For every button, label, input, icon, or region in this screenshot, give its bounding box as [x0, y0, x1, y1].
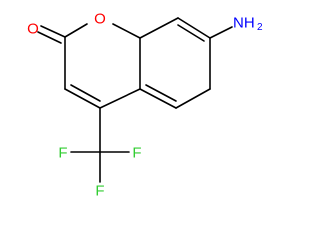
bond-c5-c4a-inner [145, 84, 177, 102]
fluorine-right-label: F [132, 145, 141, 162]
bond-c8-c7 [177, 17, 211, 39]
fluorine-bottom-label: F [95, 183, 104, 200]
amino-nitrogen-label: NH [233, 15, 255, 32]
bond-c8a-c8 [139, 17, 179, 39]
fluorine-left-label: F [58, 145, 67, 162]
amino-hydrogen-count: 2 [257, 22, 263, 33]
bond-c2-o-carbonyl-a [40, 25, 66, 38]
bond-o1-c8a [112, 23, 141, 39]
bond-c5-c4a [139, 88, 177, 109]
bond-c3-c4 [64, 88, 101, 109]
bond-skeleton [37, 17, 233, 183]
carbonyl-oxygen-label: O [27, 21, 39, 38]
bond-c7-n [209, 26, 233, 39]
bond-c8-c7-inner [177, 24, 205, 42]
bond-c4-c4a [99, 88, 141, 109]
bond-c6-c5 [175, 88, 211, 109]
bond-c3-c4-inner [70, 84, 101, 102]
bond-c2-o-carbonyl-b [37, 31, 62, 44]
ring-oxygen-label: O [94, 11, 106, 28]
atom-labels: O O NH 2 F F F [27, 11, 263, 200]
bond-c2-o1 [64, 23, 88, 38]
structure-diagram: O O NH 2 F F F [27, 11, 263, 200]
